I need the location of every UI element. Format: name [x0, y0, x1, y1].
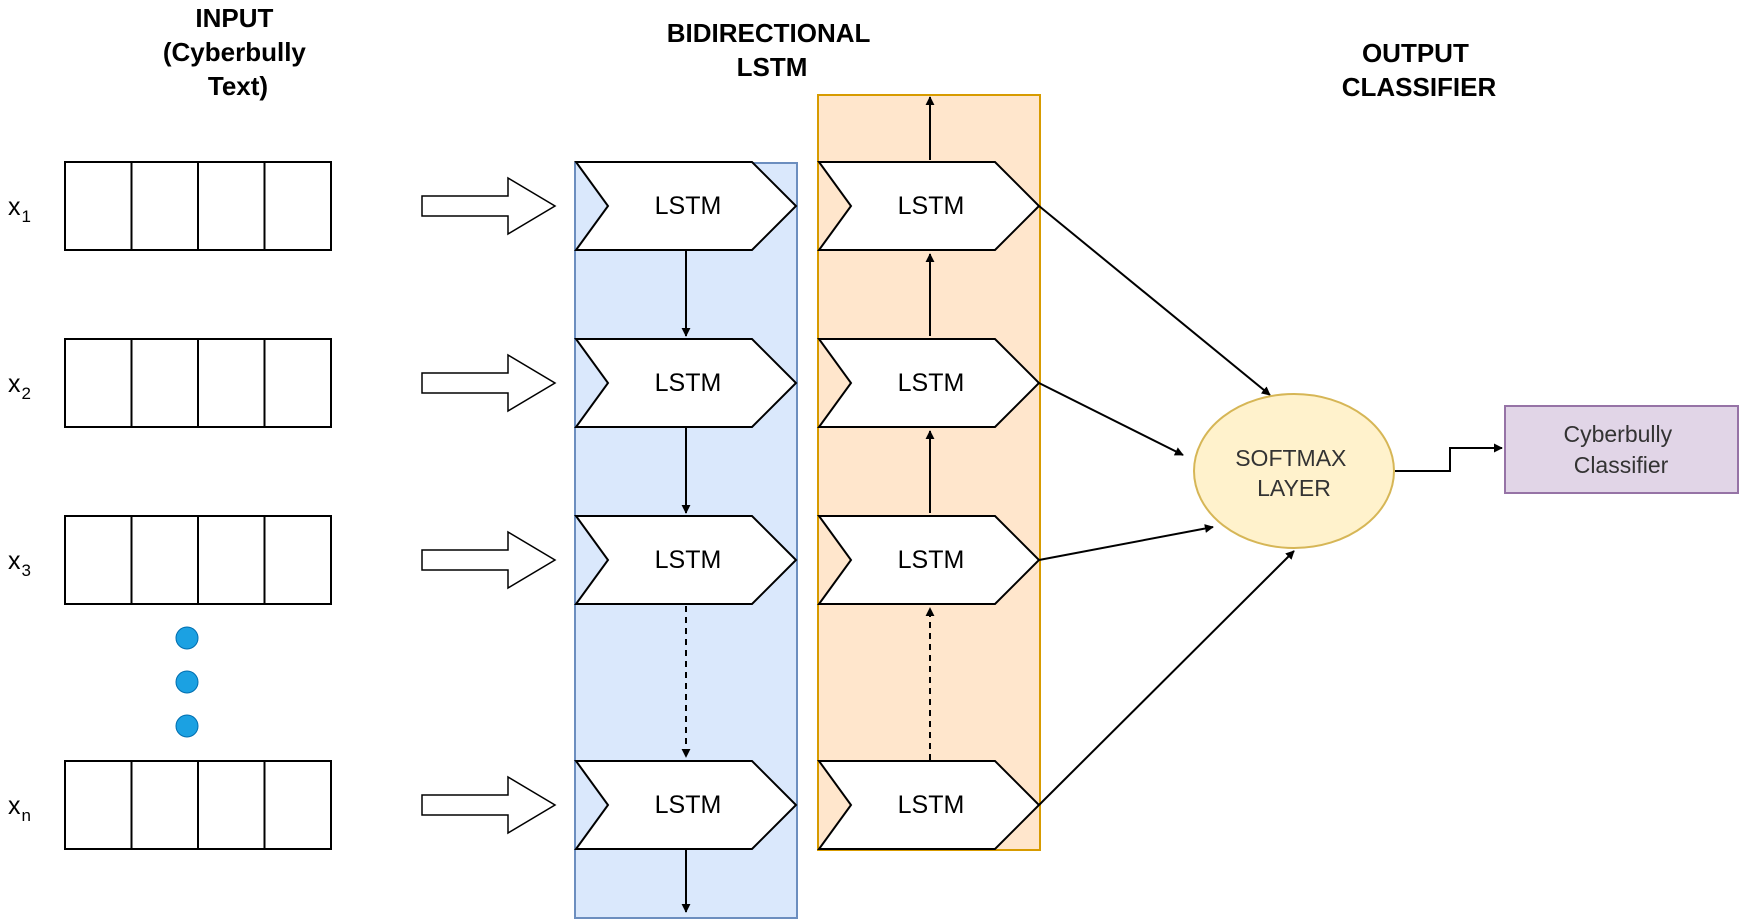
input-vector-cell	[130, 515, 199, 605]
input-label-subscript: 1	[22, 207, 31, 226]
input-vector-cell	[64, 338, 133, 428]
input-label-base: x	[8, 193, 21, 221]
forward-lstm-cell: LSTM	[574, 161, 798, 251]
lstm-cells: LSTM LSTM LSTM LSTM LSTM LSTM LSTM LSTM	[574, 161, 1041, 850]
lstm-cell-shape	[574, 760, 798, 850]
heading-output: OUTPUT CLASSIFIER	[1342, 38, 1497, 102]
softmax-label: SOFTMAX LAYER	[1235, 445, 1353, 501]
forward-lstm-cell: LSTM	[574, 515, 798, 605]
input-label: x2	[8, 370, 31, 403]
lstm-cell-shape	[817, 515, 1041, 605]
softmax-label-line-2: LAYER	[1257, 475, 1331, 501]
input-label: x1	[8, 193, 31, 226]
ellipsis-dots	[175, 626, 199, 738]
input-vector-cell	[64, 161, 133, 251]
backward-lstm-cell: LSTM	[817, 515, 1041, 605]
input-row: x2	[8, 338, 557, 428]
input-label-base: x	[8, 547, 21, 575]
heading-bilstm-line-2: LSTM	[737, 52, 808, 82]
lstm-cell-shape	[574, 338, 798, 428]
input-vector-cell	[197, 760, 266, 850]
input-label-subscript: 2	[22, 384, 31, 403]
input-vector-cell	[263, 515, 332, 605]
lstm-cell-label: LSTM	[655, 369, 722, 397]
input-label-base: x	[8, 370, 21, 398]
input-row: x3	[8, 515, 557, 605]
input-label-subscript: 3	[22, 561, 31, 580]
ellipsis-dot	[175, 714, 199, 738]
input-arrow	[421, 353, 557, 413]
input-label-base: x	[8, 792, 21, 820]
input-vector-cell	[64, 760, 133, 850]
to-softmax-edge	[1038, 524, 1214, 561]
input-row: x1	[8, 161, 557, 251]
lstm-cell-shape	[817, 161, 1041, 251]
input-vector-cell	[130, 338, 199, 428]
input-label: x3	[8, 547, 31, 580]
forward-lstm-cell: LSTM	[574, 760, 798, 850]
lstm-cell-label: LSTM	[655, 192, 722, 220]
input-vector-cell	[130, 760, 199, 850]
lstm-cell-label: LSTM	[898, 546, 965, 574]
input-arrow	[421, 176, 557, 236]
lstm-cell-label: LSTM	[655, 791, 722, 819]
lstm-chain-edges	[681, 96, 935, 913]
input-vector-cell	[197, 338, 266, 428]
heading-input-line-1: INPUT	[195, 3, 273, 33]
heading-bilstm: BIDIRECTIONAL LSTM	[667, 18, 877, 82]
lstm-cell-label: LSTM	[898, 791, 965, 819]
input-vector	[64, 161, 332, 251]
input-row: xn	[8, 760, 557, 850]
input-arrow	[421, 530, 557, 590]
input-vector-cell	[263, 338, 332, 428]
classifier-label-line-2: Classifier	[1574, 452, 1669, 478]
softmax-ellipse	[1193, 393, 1395, 549]
input-label-subscript: n	[22, 806, 31, 825]
backward-lstm-cell: LSTM	[817, 338, 1041, 428]
to-softmax-edge	[1038, 382, 1184, 456]
lstm-cell-label: LSTM	[898, 192, 965, 220]
input-vector	[64, 515, 332, 605]
ellipsis-dot	[175, 670, 199, 694]
heading-input-line-2: (Cyberbully	[163, 37, 307, 67]
lstm-cell-shape	[574, 161, 798, 251]
lstm-cell-label: LSTM	[898, 369, 965, 397]
input-vector-cell	[130, 161, 199, 251]
lstm-cell-shape	[817, 760, 1041, 850]
to-softmax-edge	[1038, 205, 1271, 396]
input-vector-cell	[197, 161, 266, 251]
to-softmax-edge	[1038, 550, 1295, 806]
softmax-node: SOFTMAX LAYER	[1193, 393, 1395, 549]
input-arrow	[421, 775, 557, 835]
ellipsis-dot	[175, 626, 199, 650]
heading-bilstm-line-1: BIDIRECTIONAL	[667, 18, 871, 48]
input-vector-cell	[197, 515, 266, 605]
backward-lstm-cell: LSTM	[817, 760, 1041, 850]
classifier-label: Cyberbully Classifier	[1563, 421, 1678, 478]
classifier-box	[1504, 405, 1739, 494]
input-vector	[64, 338, 332, 428]
heading-input-line-3: Text)	[208, 71, 268, 101]
backward-lstm-cell: LSTM	[817, 161, 1041, 251]
softmax-edges	[1038, 205, 1295, 806]
heading-input: INPUT (Cyberbully Text)	[163, 3, 313, 101]
input-label: xn	[8, 792, 31, 825]
input-vector-cell	[263, 161, 332, 251]
heading-output-line-2: CLASSIFIER	[1342, 72, 1497, 102]
input-vector-cell	[64, 515, 133, 605]
forward-lstm-cell: LSTM	[574, 338, 798, 428]
lstm-cell-shape	[574, 515, 798, 605]
classifier-label-line-1: Cyberbully	[1563, 421, 1672, 447]
lstm-cell-shape	[817, 338, 1041, 428]
classifier-node: Cyberbully Classifier	[1504, 405, 1739, 494]
input-vector	[64, 760, 332, 850]
lstm-cell-label: LSTM	[655, 546, 722, 574]
softmax-to-classifier-edge	[1395, 443, 1503, 472]
input-vector-cell	[263, 760, 332, 850]
heading-output-line-1: OUTPUT	[1362, 38, 1469, 68]
softmax-label-line-1: SOFTMAX	[1235, 445, 1346, 471]
